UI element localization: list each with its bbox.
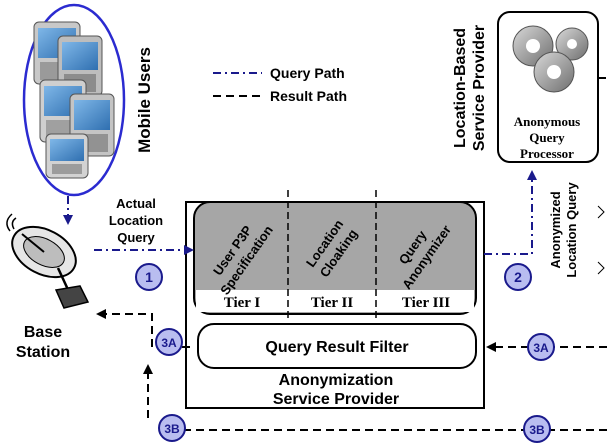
asp-tier-labels-strip [196, 290, 474, 312]
aqp-label-line1: Anonymous [514, 114, 580, 129]
svg-text:2: 2 [514, 269, 522, 285]
aqp-label-line2: Query [529, 130, 565, 145]
svg-text:1: 1 [145, 269, 153, 285]
base-station-label-line1: Base [24, 324, 62, 341]
anonymization-service-provider-group: User P3P Specification Location Cloaking… [185, 190, 485, 409]
svg-text:3B: 3B [164, 422, 180, 436]
step-badge-3b-right: 3B [523, 415, 551, 443]
tier1-label: Tier I [224, 295, 261, 311]
query-line-asp-to-lbs [484, 170, 537, 255]
lbs-provider-group: Location-Based Service Provider Anonymou… [452, 11, 599, 163]
svg-text:3A: 3A [533, 341, 549, 355]
tier3-label: Tier III [402, 295, 450, 311]
svg-text:3A: 3A [161, 336, 177, 350]
base-station-label-line2: Station [16, 344, 70, 361]
asp-label-line2: Service Provider [273, 391, 399, 408]
legend-result-path-label: Result Path [270, 88, 347, 104]
right-edge-tick-top [597, 205, 605, 219]
step-badge-3b-left: 3B [158, 414, 186, 442]
aqp-label-line3: Processor [520, 146, 574, 161]
legend-query-path-label: Query Path [270, 65, 345, 81]
step-badge-3a-left: 3A [155, 328, 183, 356]
anonymized-query-label-line2: Location Query [564, 182, 579, 278]
mobile-users-label: Mobile Users [135, 47, 154, 153]
anonymized-query-label-line1: Anonymized [548, 191, 563, 268]
step-badge-2: 2 [504, 263, 532, 291]
lbs-provider-label-line2: Service Provider [471, 25, 488, 151]
asp-label-line1: Anonymization [279, 372, 394, 389]
asp-tiers-box [193, 201, 477, 315]
actual-query-label-line1: Actual [116, 196, 156, 211]
gears-icon [512, 25, 589, 93]
svg-text:3B: 3B [529, 423, 545, 437]
actual-query-label-line3: Query [117, 230, 155, 245]
result-line-3a-to-base [96, 309, 153, 347]
base-station-group: Base Station [6, 213, 90, 361]
lbs-provider-label-line1: Location-Based [452, 28, 469, 148]
tier2-label: Tier II [311, 295, 354, 311]
mobile-users-group: Mobile Users [22, 3, 154, 197]
legend: Query Path Result Path [213, 65, 347, 104]
satellite-dish-icon [6, 213, 90, 309]
step-badge-1: 1 [135, 263, 163, 291]
mobile-phones-icon [33, 21, 115, 179]
actual-query-label-line2: Location [109, 213, 163, 228]
query-result-filter-label: Query Result Filter [265, 339, 408, 356]
right-edge-tick-bottom [597, 261, 605, 275]
step-badge-3a-right: 3A [527, 333, 555, 361]
query-result-filter-box [197, 323, 477, 369]
